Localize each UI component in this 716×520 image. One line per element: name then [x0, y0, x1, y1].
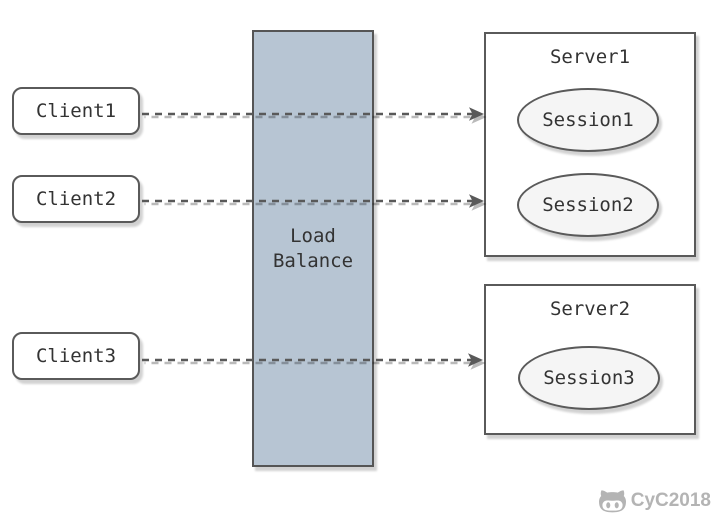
watermark-text: CyC2018: [630, 489, 711, 511]
watermark: CyC2018: [598, 487, 711, 514]
session1-label: Session1: [542, 109, 634, 131]
server2-box: Server2 Session3: [484, 284, 696, 435]
server1-box: Server1 Session1 Session2: [484, 32, 696, 257]
session3-label: Session3: [543, 367, 635, 389]
server2-label: Server2: [549, 298, 631, 320]
session1-ellipse: Session1: [517, 88, 659, 152]
session2-ellipse: Session2: [517, 173, 659, 237]
load-balancer-label: Load Balance: [273, 224, 353, 273]
session2-label: Session2: [542, 194, 634, 216]
load-balancer-label-line1: Load: [290, 224, 336, 247]
session3-ellipse: Session3: [518, 346, 660, 410]
client3-box: Client3: [12, 332, 140, 380]
client1-label: Client1: [35, 100, 117, 122]
client1-box: Client1: [12, 87, 140, 135]
client2-box: Client2: [12, 175, 140, 223]
client3-label: Client3: [35, 345, 117, 367]
load-balancer-label-line2: Balance: [272, 249, 354, 272]
load-balancer-box: Load Balance: [252, 30, 374, 467]
octocat-icon: [598, 487, 626, 514]
client2-label: Client2: [35, 188, 117, 210]
server1-label: Server1: [549, 46, 631, 68]
